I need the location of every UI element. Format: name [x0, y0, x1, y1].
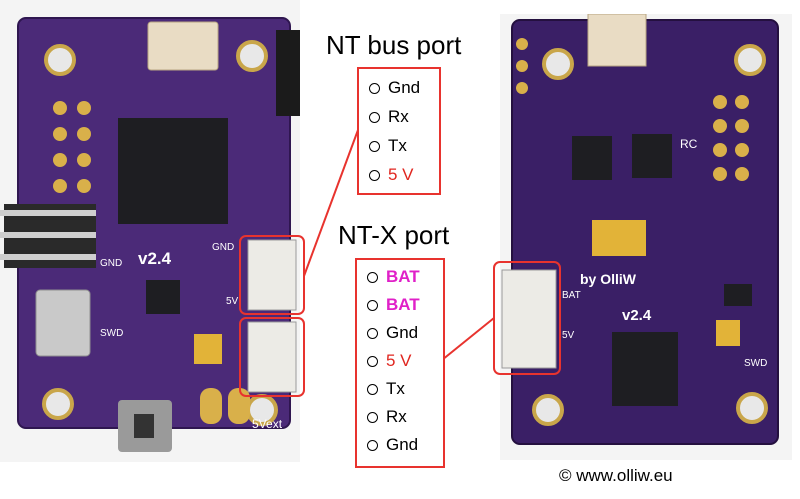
- ntx-pin-6: Rx: [367, 406, 407, 428]
- mount-hole: [532, 394, 564, 426]
- pin-dot-icon: [369, 82, 380, 94]
- small-regulator: [724, 284, 752, 306]
- pin-label: Tx: [386, 379, 405, 398]
- nt-bus-leader: [303, 129, 359, 277]
- mount-hole: [736, 392, 768, 424]
- ntx-leader: [441, 317, 495, 361]
- pin-label: BAT: [386, 295, 420, 314]
- pin-pads: [53, 101, 91, 193]
- silkscreen-by-olliw: by OlliW: [580, 271, 637, 287]
- pin-label: Gnd: [386, 435, 419, 454]
- tantalum-cap: [194, 334, 222, 364]
- right-board-photo: v2.4 by OlliW RC BAT 5V SWD: [500, 14, 792, 460]
- nt-bus-pin-list: Gnd Rx Tx 5 V: [357, 67, 441, 195]
- silkscreen-gnd: GND: [212, 242, 234, 253]
- pin-dot-icon: [367, 299, 378, 311]
- silkscreen-swd: SWD: [100, 328, 123, 339]
- pin-dot-icon: [367, 439, 378, 451]
- version-label: v2.4: [622, 307, 652, 324]
- pin-dot-icon: [367, 411, 378, 423]
- tantalum-small: [716, 320, 740, 346]
- silkscreen-swd: SWD: [744, 358, 767, 369]
- nt-bus-heading: NT bus port: [326, 30, 462, 60]
- pin-label: Gnd: [388, 78, 421, 97]
- ntx-pin-4: 5 V: [367, 350, 412, 372]
- ntx-pin-list: BAT BAT Gnd 5 V Tx Rx Gnd: [355, 258, 445, 468]
- nt-bus-connector: [247, 239, 297, 311]
- mount-hole: [236, 40, 268, 72]
- pin-label: Tx: [388, 136, 407, 155]
- usb-connector: [35, 289, 91, 357]
- mcu-chip: [118, 118, 228, 224]
- pin-dot-icon: [367, 271, 378, 283]
- mount-hole: [42, 388, 74, 420]
- mount-hole: [44, 44, 76, 76]
- solder-pad: [200, 388, 222, 424]
- pin-label: BAT: [386, 267, 420, 286]
- version-label: v2.4: [138, 249, 172, 268]
- ntx-pin-5: Tx: [367, 378, 405, 400]
- mount-hole: [734, 44, 766, 76]
- nt-bus-pin-4: 5 V: [369, 164, 414, 186]
- nt-bus-pin-1: Gnd: [369, 77, 420, 99]
- pin-dot-icon: [369, 111, 380, 123]
- pin-label: Rx: [386, 407, 407, 426]
- top-connector: [147, 21, 219, 71]
- ntx-heading: NT-X port: [338, 220, 450, 250]
- silkscreen-5v: 5V: [562, 330, 575, 341]
- silkscreen-5v: 5V: [226, 296, 239, 307]
- solder-pad: [228, 388, 250, 424]
- copyright-notice: © www.olliw.eu: [559, 466, 673, 485]
- ntx-connector: [501, 269, 557, 369]
- pin-label: 5 V: [386, 351, 412, 370]
- small-chip: [146, 280, 180, 314]
- pin-dot-icon: [367, 327, 378, 339]
- nt-bus-pin-3: Tx: [369, 135, 407, 157]
- ntx-pin-1: BAT: [367, 266, 420, 288]
- tantalum-cap: [592, 220, 646, 256]
- mount-hole: [542, 48, 574, 80]
- ntx-pin-3: Gnd: [367, 322, 418, 344]
- ntx-pin-2: BAT: [367, 294, 420, 316]
- pin-dot-icon: [369, 169, 380, 181]
- silkscreen-rc: RC: [680, 137, 698, 151]
- ntx-pin-7: Gnd: [367, 434, 418, 456]
- silkscreen-bat: BAT: [562, 290, 581, 301]
- regulator: [612, 332, 678, 406]
- pin-label: 5 V: [388, 165, 414, 184]
- pin-label: Gnd: [386, 323, 419, 342]
- pin-pads: [516, 38, 749, 181]
- pin-label: Rx: [388, 107, 409, 126]
- pin-header: [0, 204, 96, 268]
- driver-chip: [632, 134, 672, 178]
- silkscreen-5vext: 5Vext: [252, 417, 283, 431]
- pin-dot-icon: [367, 383, 378, 395]
- pin-dot-icon: [367, 355, 378, 367]
- ntx-connector: [247, 321, 297, 393]
- top-connector: [587, 14, 647, 67]
- left-board-photo: v2.4 5Vext GND SWD GND 5V: [0, 0, 300, 462]
- driver-chip: [572, 136, 612, 180]
- silkscreen-gnd-2: GND: [100, 258, 122, 269]
- nt-bus-pin-2: Rx: [369, 106, 409, 128]
- motor-header: [276, 30, 300, 116]
- pin-dot-icon: [369, 140, 380, 152]
